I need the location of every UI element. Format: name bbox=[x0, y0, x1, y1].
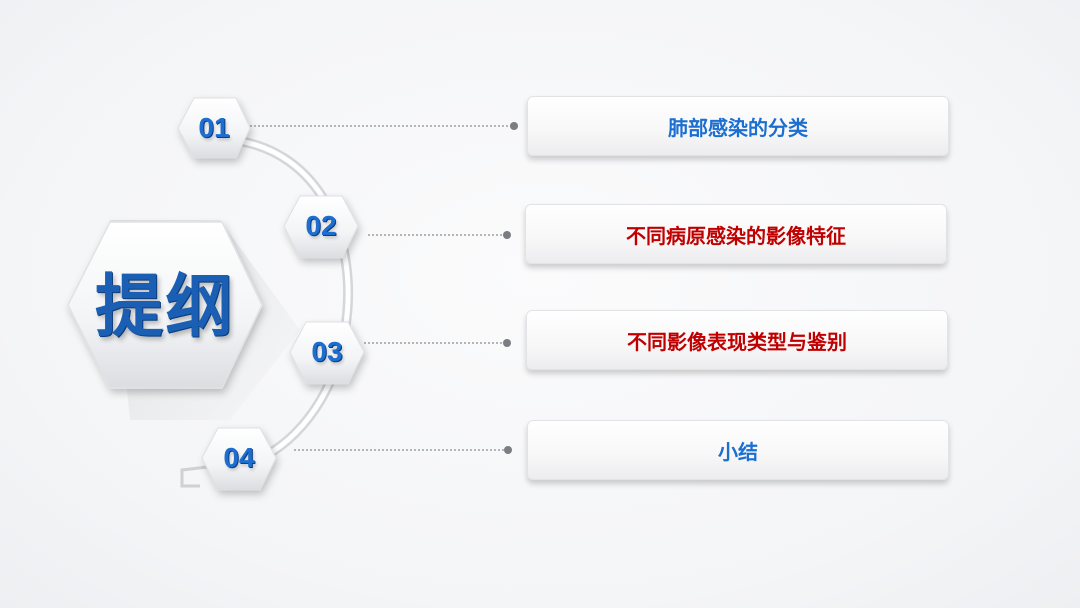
outline-title: 提纲 bbox=[94, 267, 235, 347]
outline-item-01[interactable]: 肺部感染的分类 bbox=[527, 96, 949, 156]
hexagon-03 bbox=[289, 321, 365, 385]
outline-item-label: 肺部感染的分类 bbox=[668, 115, 808, 140]
hexagon-01 bbox=[177, 97, 251, 159]
title-hexagon bbox=[67, 221, 263, 389]
outline-item-label: 小结 bbox=[718, 439, 758, 464]
item-number-02: 02 bbox=[305, 210, 337, 241]
outline-item-label: 不同病原感染的影像特征 bbox=[626, 223, 846, 248]
item-number-04: 04 bbox=[223, 442, 255, 473]
item-number-01: 01 bbox=[198, 112, 230, 143]
item-number-03: 03 bbox=[311, 336, 343, 367]
hexagon-04 bbox=[201, 427, 277, 491]
hexagon-02 bbox=[283, 195, 359, 259]
outline-item-04[interactable]: 小结 bbox=[527, 420, 949, 480]
outline-item-label: 不同影像表现类型与鉴别 bbox=[627, 329, 847, 354]
outline-item-02[interactable]: 不同病原感染的影像特征 bbox=[525, 204, 947, 264]
outline-item-03[interactable]: 不同影像表现类型与鉴别 bbox=[526, 310, 948, 370]
